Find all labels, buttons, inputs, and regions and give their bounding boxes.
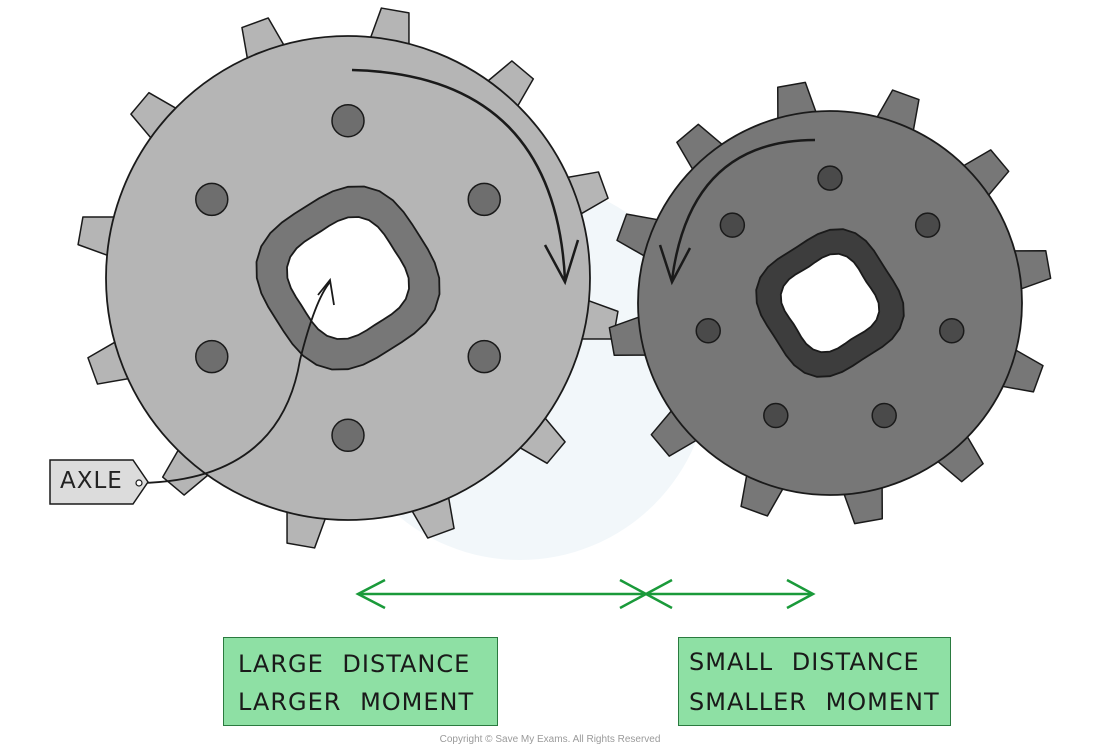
large-gear-bolt (195, 182, 229, 217)
small-gear-bolt (695, 318, 721, 344)
anticlockwise-arrow-icon (670, 138, 816, 281)
large-gear-bolt (195, 339, 229, 374)
large-gear-bolt (467, 182, 501, 217)
small-gear-bolt (871, 402, 897, 429)
small-gear-axle-hole (779, 252, 881, 354)
copyright-text: Copyright © Save My Exams. All Rights Re… (439, 734, 661, 745)
axle-pointer-line (140, 281, 331, 484)
small-gear-bolt (763, 402, 789, 429)
large-distance-label-box: LARGE DISTANCE LARGER MOMENT (223, 637, 498, 726)
larger-moment-text: LARGER MOMENT (238, 688, 475, 716)
large-gear-bolt (331, 418, 365, 453)
small-gear-bolt (914, 212, 941, 238)
small-gear-bolt (939, 318, 965, 344)
large-gear-axle-hole (286, 216, 410, 340)
double-headed-arrow-icon (355, 578, 816, 610)
small-gear-bolt (817, 165, 843, 191)
axle-pointer-arrowhead (317, 277, 335, 306)
small-gear-bolt (719, 212, 746, 238)
smaller-moment-text: SMALLER MOMENT (689, 688, 940, 716)
axle-tag-shape (49, 459, 149, 505)
axle-tag-hole (135, 479, 143, 487)
large-gear (77, 7, 619, 549)
small-gear (608, 81, 1052, 525)
small-distance-label-box: SMALL DISTANCE SMALLER MOMENT (678, 637, 951, 726)
axle-label: AXLE (60, 468, 123, 494)
large-gear-bolt (331, 103, 365, 138)
clockwise-arrow-icon (351, 68, 567, 281)
large-distance-text: LARGE DISTANCE (238, 650, 471, 678)
small-distance-text: SMALL DISTANCE (689, 648, 920, 676)
anticlockwise-arrowhead (658, 244, 692, 286)
large-gear-bolt (467, 339, 501, 374)
clockwise-arrowhead (543, 239, 580, 286)
